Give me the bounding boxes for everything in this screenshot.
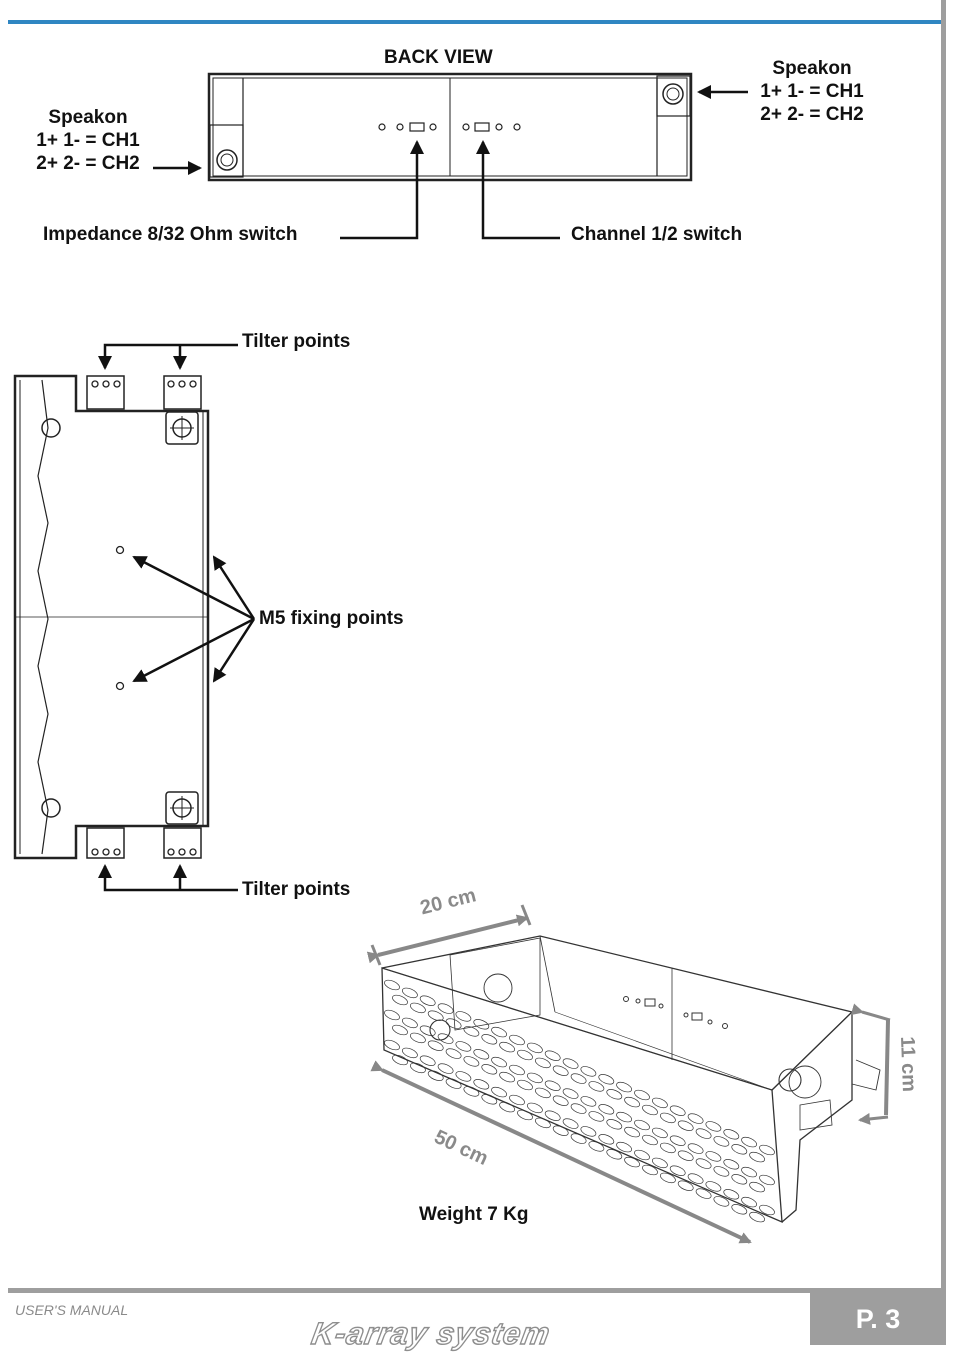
grille-hole bbox=[419, 995, 436, 1006]
grille-hole bbox=[445, 1018, 462, 1029]
grille-hole bbox=[437, 1033, 454, 1044]
grille-hole bbox=[402, 1017, 418, 1029]
top-rule bbox=[8, 20, 942, 24]
grille-hole bbox=[427, 1010, 444, 1021]
grille-hole bbox=[517, 1049, 533, 1061]
speakon-left-ch1: 1+ 1- = CH1 bbox=[36, 130, 140, 151]
grille-hole bbox=[527, 1042, 543, 1054]
isometric-drawing bbox=[381, 935, 881, 1224]
speakon-right-ch1: 1+ 1- = CH1 bbox=[760, 81, 864, 102]
grille-hole bbox=[491, 1026, 507, 1038]
grille-hole bbox=[759, 1174, 775, 1186]
tilter-points-top-label: Tilter points bbox=[242, 331, 351, 352]
side-view-leaders bbox=[98, 343, 256, 892]
grille-hole bbox=[544, 1050, 561, 1061]
grille-hole bbox=[410, 1032, 426, 1044]
page-number: P. 3 bbox=[855, 1304, 901, 1334]
grille-holes bbox=[384, 979, 775, 1223]
grille-hole bbox=[392, 1024, 408, 1036]
m5-fixing-points-label: M5 fixing points bbox=[259, 608, 404, 629]
speakon-right-ch2: 2+ 2- = CH2 bbox=[760, 104, 864, 125]
footer-manual-label: USER'S MANUAL bbox=[15, 1302, 129, 1318]
speakon-right-label: Speakon 1+ 1- = CH1 2+ 2- = CH2 bbox=[752, 57, 872, 126]
speakon-left-ch2: 2+ 2- = CH2 bbox=[36, 153, 140, 174]
back-view-title: BACK VIEW bbox=[384, 47, 493, 68]
grille-hole bbox=[445, 1048, 462, 1059]
grille-hole bbox=[473, 1019, 490, 1030]
grille-hole bbox=[481, 1034, 498, 1045]
grille-hole bbox=[410, 1002, 426, 1014]
grille-hole bbox=[473, 1049, 490, 1060]
speakon-right-title: Speakon bbox=[772, 58, 852, 79]
grille-hole bbox=[384, 1039, 400, 1051]
speakon-left-label: Speakon 1+ 1- = CH1 2+ 2- = CH2 bbox=[28, 106, 148, 175]
speakon-left-title: Speakon bbox=[48, 107, 128, 128]
grille-hole bbox=[419, 1025, 436, 1036]
side-view-drawing bbox=[13, 374, 210, 860]
grille-hole bbox=[384, 1009, 400, 1021]
footer-rule bbox=[8, 1288, 946, 1293]
grille-hole bbox=[509, 1034, 525, 1046]
isometric-dimensions bbox=[366, 904, 891, 1244]
tilter-points-bottom-label: Tilter points bbox=[242, 879, 351, 900]
height-dimension-label: 11 cm bbox=[896, 1036, 920, 1093]
grille-hole bbox=[759, 1204, 775, 1216]
grille-hole bbox=[392, 994, 408, 1006]
grille-hole bbox=[499, 1041, 515, 1053]
brand-logo: K-array system bbox=[308, 1315, 554, 1351]
channel-switch-label: Channel 1/2 switch bbox=[571, 224, 743, 245]
grille-hole bbox=[402, 987, 418, 999]
grille-hole bbox=[759, 1144, 775, 1156]
weight-label: Weight 7 Kg bbox=[419, 1204, 529, 1225]
back-view-leaders bbox=[153, 85, 748, 240]
grille-hole bbox=[427, 1040, 444, 1051]
grille-hole bbox=[384, 979, 400, 991]
grille-hole bbox=[455, 1041, 472, 1052]
grille-hole bbox=[437, 1003, 454, 1014]
grille-hole bbox=[463, 1026, 480, 1037]
right-rule bbox=[941, 0, 946, 1290]
grille-hole bbox=[402, 1047, 418, 1059]
page-number-badge: P. 3 bbox=[810, 1293, 946, 1345]
back-view-drawing bbox=[207, 72, 693, 182]
grille-hole bbox=[455, 1011, 472, 1022]
impedance-switch-label: Impedance 8/32 Ohm switch bbox=[43, 224, 298, 245]
